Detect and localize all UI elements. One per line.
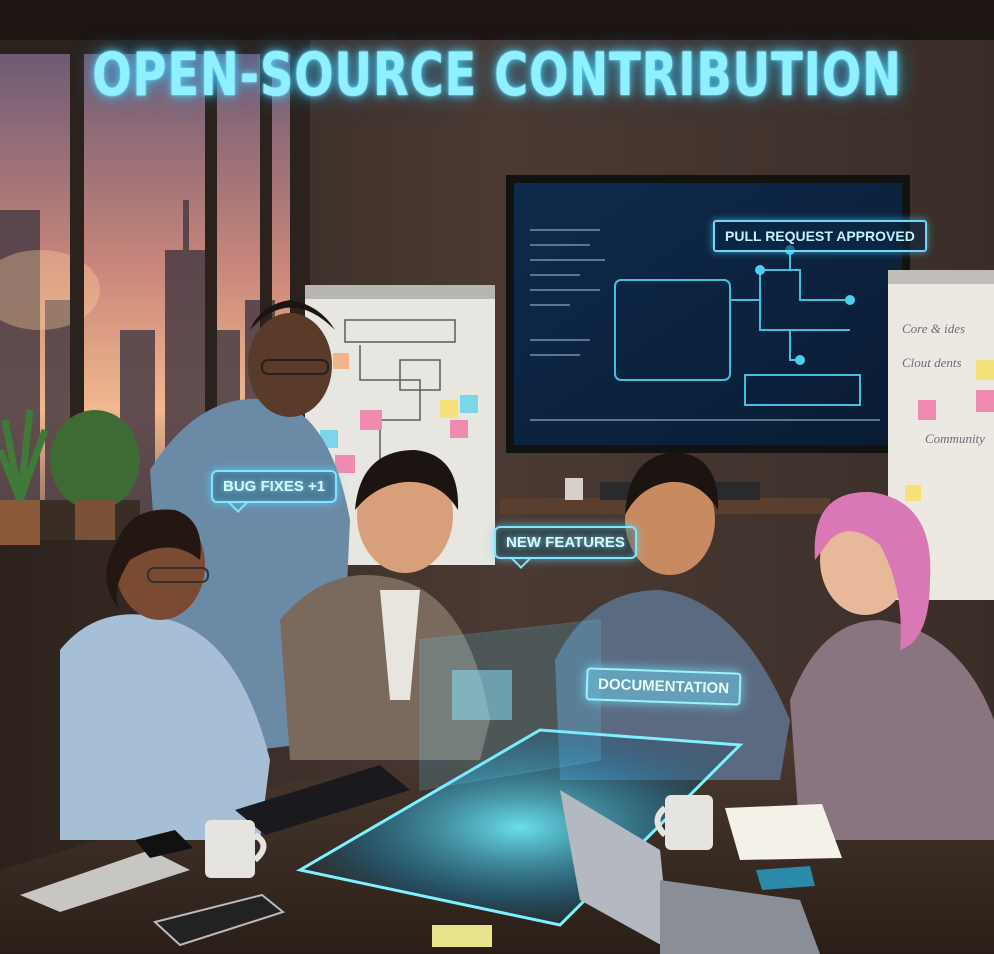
plant-left bbox=[0, 409, 140, 545]
hologram-table-display bbox=[295, 619, 744, 927]
tablet bbox=[20, 850, 190, 912]
person-left bbox=[60, 509, 270, 840]
documentation-tag: DOCUMENTATION bbox=[585, 667, 742, 706]
person-pink-hair bbox=[790, 491, 994, 840]
keyboard bbox=[235, 765, 410, 835]
mug-left bbox=[205, 820, 267, 878]
pull-request-approved-label: PULL REQUEST APPROVED bbox=[713, 220, 927, 252]
flipchart-line-2: Clout dents bbox=[902, 355, 962, 370]
tv-screen bbox=[506, 175, 910, 453]
notepad bbox=[725, 804, 842, 860]
flipchart-line-1: Core & ides bbox=[902, 321, 966, 336]
flipchart-line-3: Community bbox=[925, 431, 985, 446]
new-features-bubble: NEW FEATURES bbox=[494, 526, 637, 559]
laptop bbox=[560, 790, 820, 954]
tablet-dark bbox=[152, 893, 286, 947]
person-center bbox=[280, 450, 490, 760]
phone-right bbox=[756, 866, 815, 890]
headline-title: OPEN-SOURCE CONTRIBUTION bbox=[92, 40, 902, 110]
sticky-note bbox=[432, 925, 492, 947]
mug-right bbox=[654, 795, 713, 850]
bug-fixes-bubble: BUG FIXES +1 bbox=[211, 470, 338, 503]
phone bbox=[135, 830, 193, 858]
